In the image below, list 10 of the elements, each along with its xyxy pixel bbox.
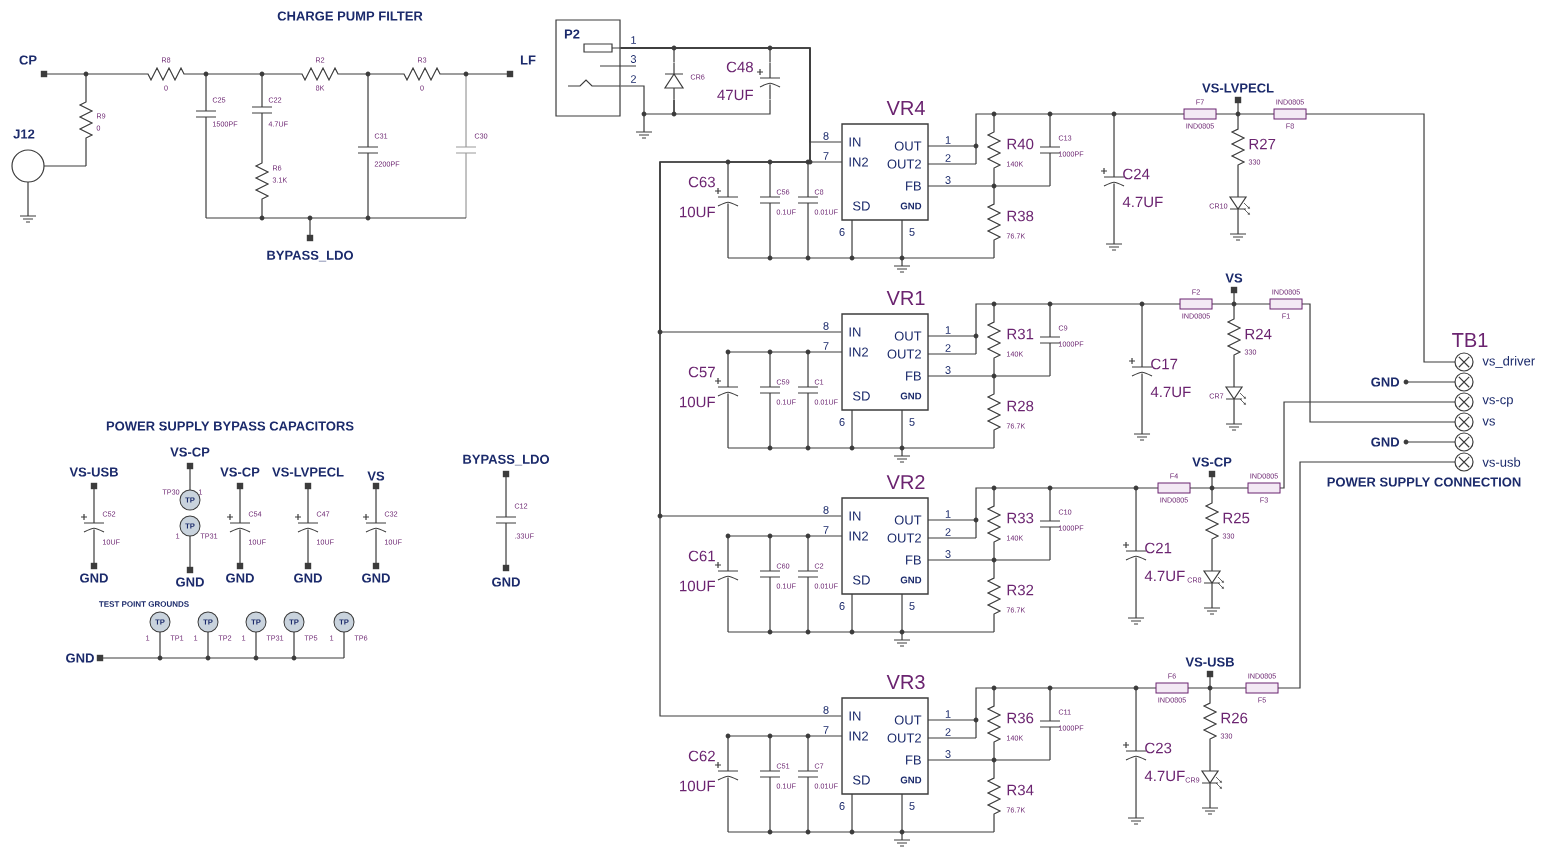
part-label: VR1 — [886, 291, 925, 305]
capacitor-symbol — [756, 62, 781, 100]
diode-symbol — [664, 62, 685, 100]
wire — [673, 98, 771, 115]
part-label: TB1 — [1452, 333, 1488, 347]
part-label: VR2 — [886, 475, 925, 489]
part-label: VR4 — [886, 101, 925, 115]
wire — [620, 47, 771, 64]
wire — [620, 85, 675, 115]
part-label: VR3 — [886, 674, 925, 690]
